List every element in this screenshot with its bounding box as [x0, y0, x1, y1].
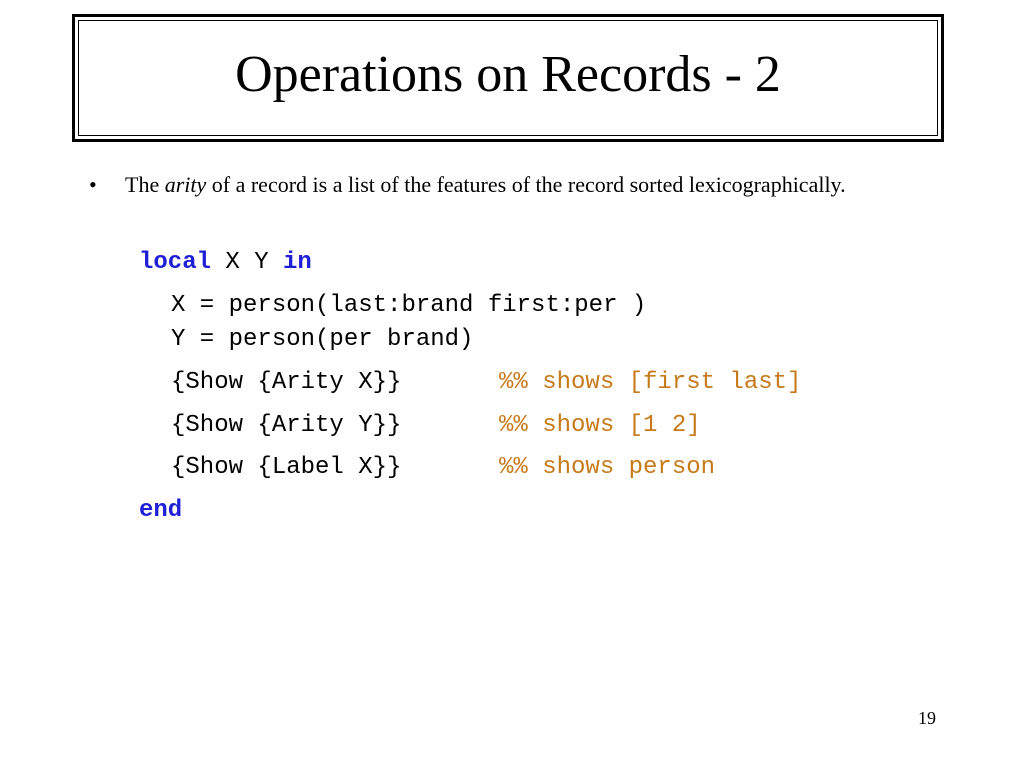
- code-show-arity-x: {Show {Arity X}}: [171, 369, 402, 396]
- title-box: Operations on Records - 2: [72, 14, 944, 142]
- para-text-after: of a record is a list of the features of…: [206, 172, 846, 197]
- para-emphasis: arity: [164, 172, 207, 197]
- keyword-in: in: [283, 249, 312, 276]
- para-text-before: The: [125, 172, 165, 197]
- code-vars: X Y: [211, 249, 284, 276]
- page-number: 19: [918, 708, 936, 728]
- code-line-x-assign: X = person(last:brand first:per ): [171, 292, 647, 319]
- code-show-label-x: {Show {Label X}}: [171, 454, 402, 481]
- code-line-end: end: [139, 496, 182, 526]
- code-line-show-label-x: {Show {Label X}}: [171, 453, 401, 483]
- bullet-paragraph: The arity of a record is a list of the f…: [125, 170, 937, 200]
- bullet-marker: •: [89, 172, 97, 197]
- slide-title: Operations on Records - 2: [235, 46, 781, 103]
- comment-arity-x: %% shows [first last]: [499, 369, 802, 396]
- keyword-end: end: [139, 497, 183, 524]
- code-line-local: local X Y in: [139, 248, 312, 278]
- keyword-local: local: [139, 249, 212, 276]
- code-line-show-arity-y: {Show {Arity Y}}: [171, 411, 401, 441]
- comment-arity-y: %% shows [1 2]: [499, 412, 701, 439]
- comment-label-x: %% shows person: [499, 454, 716, 481]
- code-line-show-arity-x: {Show {Arity X}}: [171, 368, 401, 398]
- code-show-arity-y: {Show {Arity Y}}: [171, 412, 402, 439]
- code-line-y-assign: Y = person(per brand): [171, 326, 474, 353]
